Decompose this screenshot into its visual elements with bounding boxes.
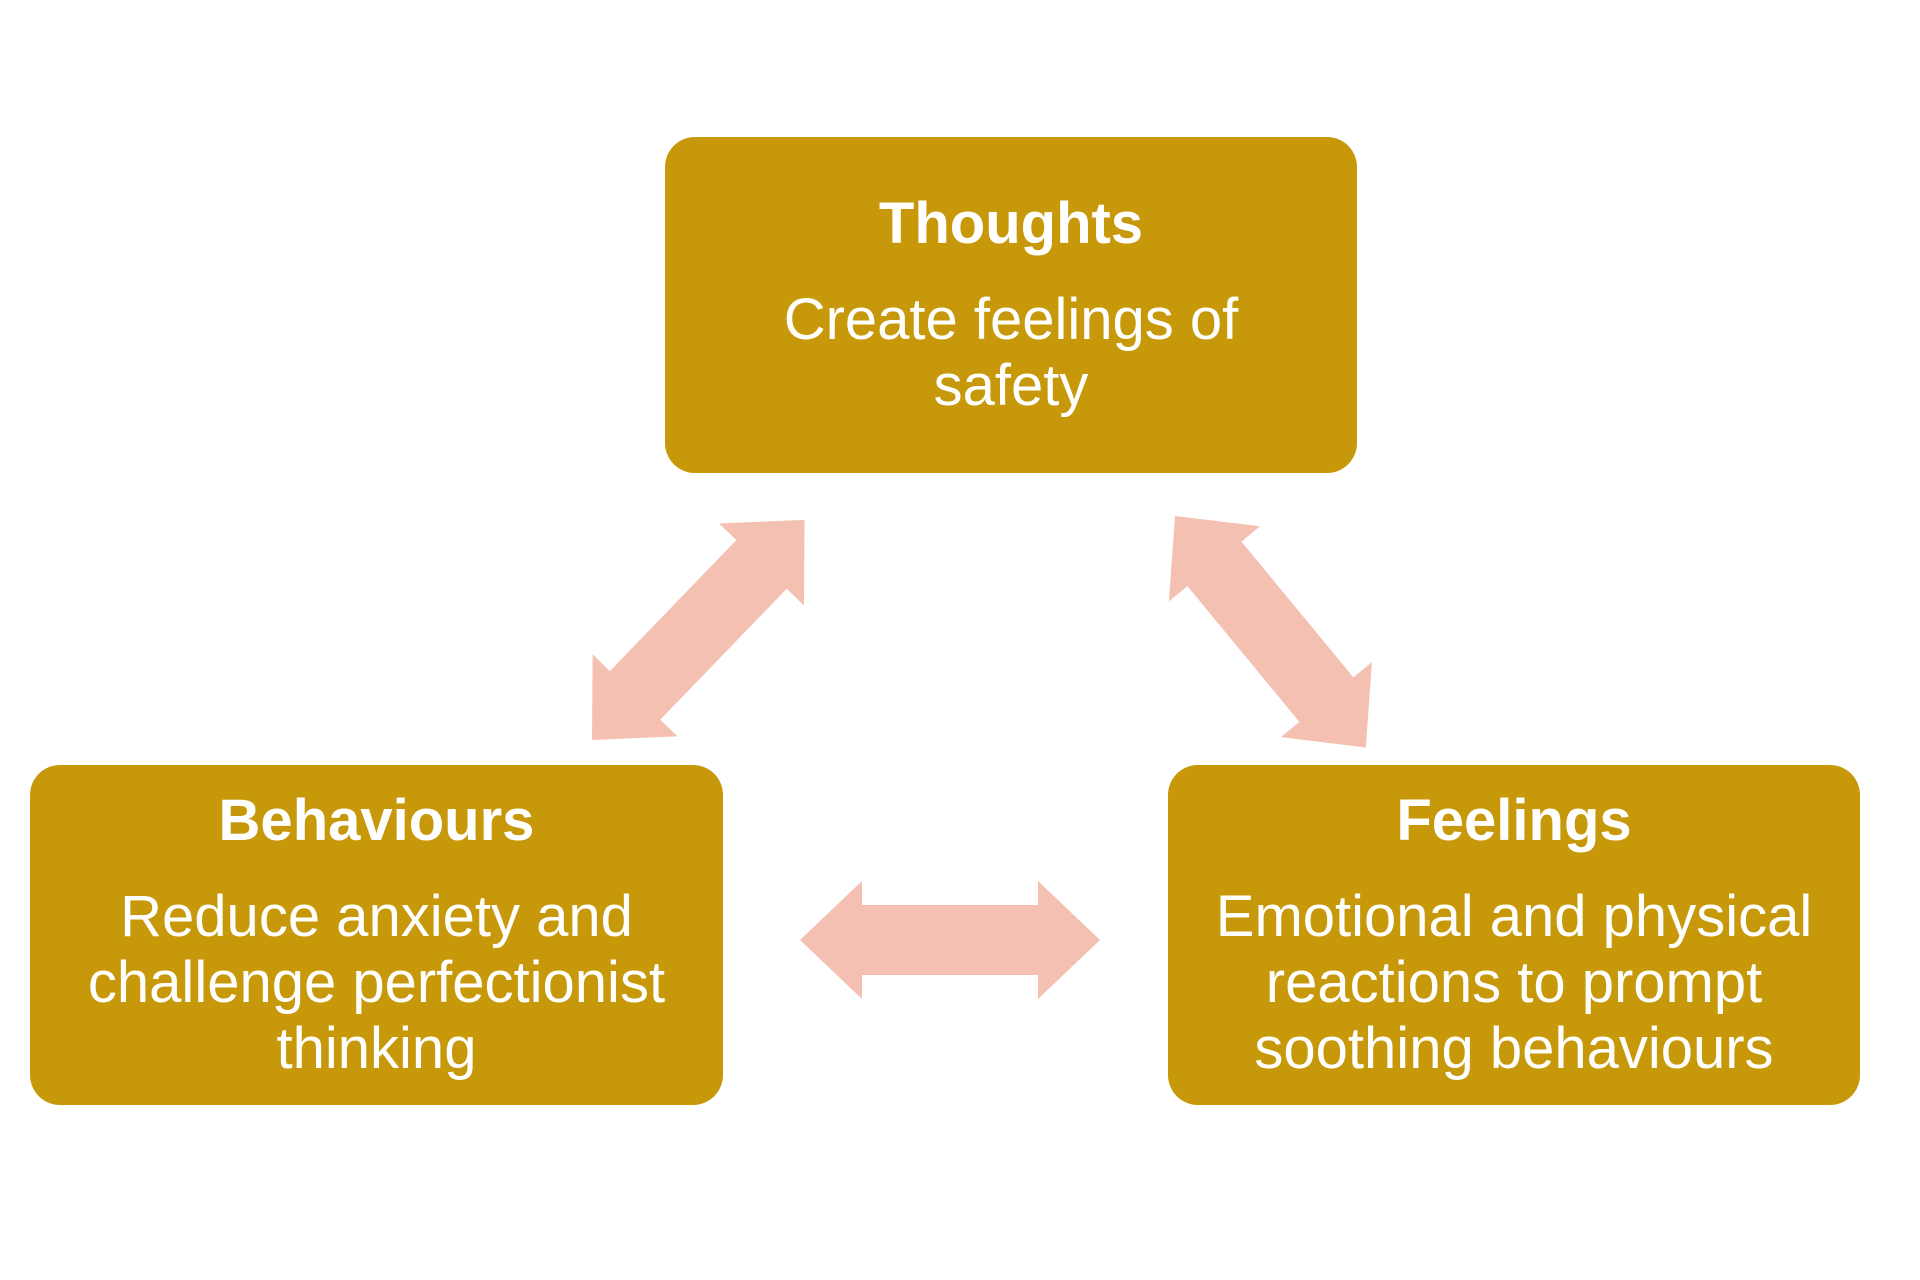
node-behaviours-title: Behaviours <box>218 788 535 853</box>
node-feelings: Feelings Emotional and physical reaction… <box>1168 765 1860 1105</box>
node-thoughts-title: Thoughts <box>878 191 1144 256</box>
double-arrow-thoughts-behaviours-icon <box>592 519 805 740</box>
node-feelings-description: Emotional and physical reactions to prom… <box>1215 884 1813 1081</box>
double-arrow-thoughts-feelings-icon <box>1168 516 1372 748</box>
node-thoughts-description: Create feelings of safety <box>783 287 1239 418</box>
node-thoughts: Thoughts Create feelings of safety <box>665 137 1357 473</box>
node-feelings-title: Feelings <box>1396 788 1632 853</box>
node-behaviours: Behaviours Reduce anxiety and challenge … <box>30 765 723 1105</box>
node-behaviours-description: Reduce anxiety and challenge perfectioni… <box>87 884 666 1081</box>
double-arrow-behaviours-feelings-icon <box>800 881 1100 999</box>
